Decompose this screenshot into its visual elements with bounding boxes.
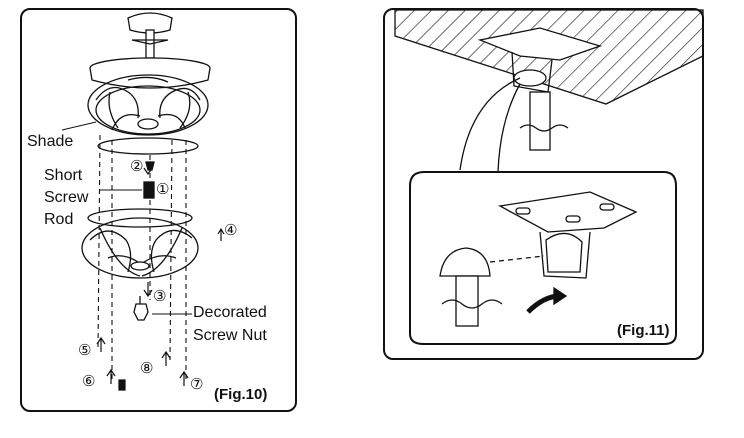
screw-icon-7 <box>179 370 189 386</box>
screw-icon-8 <box>161 350 171 366</box>
step-4-marker: ④ <box>224 222 238 239</box>
shade-label: Shade <box>27 133 74 150</box>
screw-icon-5 <box>96 336 106 352</box>
step-6-marker: ⑥ <box>82 373 96 390</box>
downrod-blades <box>131 39 169 45</box>
step-1-marker: ① <box>156 181 170 198</box>
decorated-screw-nut-label-1: Decorated <box>193 304 267 321</box>
fig11-panel <box>383 8 704 360</box>
arrow-up-icon-4 <box>217 227 225 241</box>
lower-shade-cage <box>81 208 199 279</box>
step-5-marker: ⑤ <box>78 342 92 359</box>
short-screw-rod-label-2: Screw <box>44 189 89 206</box>
decorated-screw-nut-label-2: Screw Nut <box>193 327 267 344</box>
step-3-marker: ③ <box>153 288 167 305</box>
upper-shade-cage <box>87 74 209 155</box>
guide-lines <box>97 134 187 380</box>
arrow-icon-2 <box>143 167 153 176</box>
arrow-icon-3 <box>143 282 153 298</box>
step-7-marker: ⑦ <box>190 376 204 393</box>
fig11-caption: (Fig.11) <box>617 322 670 339</box>
screw-icon-6b <box>118 379 126 391</box>
decorated-screw-nut <box>133 303 149 321</box>
short-screw-rod-label-1: Short <box>44 167 83 184</box>
step-2-marker: ② <box>130 158 144 175</box>
step-8-marker: ⑧ <box>140 360 154 377</box>
short-screw-rod-label-3: Rod <box>44 211 74 228</box>
fig10-caption: (Fig.10) <box>214 386 268 403</box>
short-screw-rod <box>143 181 155 199</box>
screw-icon-6 <box>106 368 116 384</box>
ceiling-canopy <box>127 12 173 34</box>
